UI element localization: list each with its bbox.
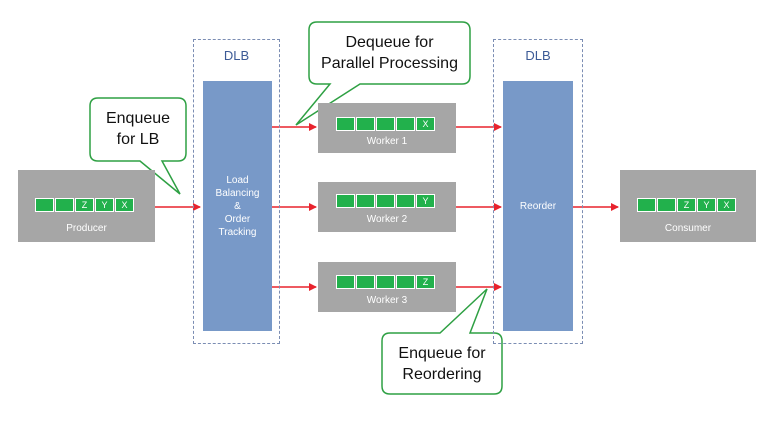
queue-cell	[637, 198, 656, 212]
queue-cell: X	[717, 198, 736, 212]
callout-dequeue-line-1: Dequeue for	[345, 34, 434, 51]
producer-queue: Z Y X	[35, 198, 135, 212]
load-balancing-block: Load Balancing & Order Tracking	[203, 81, 272, 331]
queue-cell	[336, 117, 355, 131]
worker-2-label: Worker 2	[366, 214, 408, 225]
callout-enqueue-reorder-shape	[381, 288, 503, 395]
lb-label-line-1: Load	[226, 174, 249, 186]
dlb-container-left: DLB	[193, 39, 280, 344]
worker-2-queue: Y	[336, 194, 436, 208]
callout-enqueue-lb-line-2: for LB	[116, 131, 160, 148]
reorder-block: Reorder	[503, 81, 573, 331]
queue-cell: Y	[95, 198, 114, 212]
queue-cell: Z	[416, 275, 435, 289]
queue-cell	[356, 275, 375, 289]
consumer-label: Consumer	[664, 223, 712, 234]
producer-box: Z Y X Producer	[18, 170, 155, 242]
lb-label-line-4: Order	[224, 213, 251, 225]
queue-cell	[396, 194, 415, 208]
worker-1-queue: X	[336, 117, 436, 131]
callout-dequeue-line-2: Parallel Processing	[321, 55, 458, 72]
queue-cell: Z	[75, 198, 94, 212]
worker-3-label: Worker 3	[366, 295, 408, 306]
queue-cell	[657, 198, 676, 212]
lb-label-line-5: Tracking	[218, 226, 257, 238]
callout-enqueue-lb-line-1: Enqueue	[105, 110, 171, 127]
dlb-title-right: DLB	[525, 48, 551, 63]
dlb-container-right: DLB	[493, 39, 583, 344]
queue-cell	[55, 198, 74, 212]
worker-2-box: Y Worker 2	[318, 182, 456, 232]
lb-label-line-3: &	[234, 200, 241, 212]
callout-enqueue-reorder: Enqueue for Reordering	[382, 343, 502, 385]
reorder-label: Reorder	[519, 200, 557, 212]
queue-cell	[396, 117, 415, 131]
callout-enqueue-lb-shape	[89, 97, 187, 195]
worker-3-queue: Z	[336, 275, 436, 289]
queue-cell: Y	[416, 194, 435, 208]
lb-label-line-2: Balancing	[215, 187, 260, 199]
consumer-box: Z Y X Consumer	[620, 170, 756, 242]
consumer-queue: Z Y X	[637, 198, 737, 212]
queue-cell: Y	[697, 198, 716, 212]
callout-enqueue-lb: Enqueue for LB	[90, 108, 186, 150]
queue-cell	[376, 194, 395, 208]
queue-cell	[376, 275, 395, 289]
callout-dequeue: Dequeue for Parallel Processing	[309, 32, 470, 74]
queue-cell: Z	[677, 198, 696, 212]
queue-cell	[356, 117, 375, 131]
queue-cell	[396, 275, 415, 289]
queue-cell: X	[115, 198, 134, 212]
producer-label: Producer	[66, 223, 107, 234]
queue-cell	[336, 275, 355, 289]
queue-cell	[356, 194, 375, 208]
dlb-title-left: DLB	[223, 48, 250, 63]
callout-enqueue-reorder-line-2: Reordering	[402, 366, 482, 383]
queue-cell: X	[416, 117, 435, 131]
queue-cell	[376, 117, 395, 131]
worker-1-label: Worker 1	[366, 136, 408, 147]
worker-1-box: X Worker 1	[318, 103, 456, 153]
queue-cell	[35, 198, 54, 212]
queue-cell	[336, 194, 355, 208]
worker-3-box: Z Worker 3	[318, 262, 456, 312]
callout-enqueue-reorder-line-1: Enqueue for	[398, 345, 486, 362]
